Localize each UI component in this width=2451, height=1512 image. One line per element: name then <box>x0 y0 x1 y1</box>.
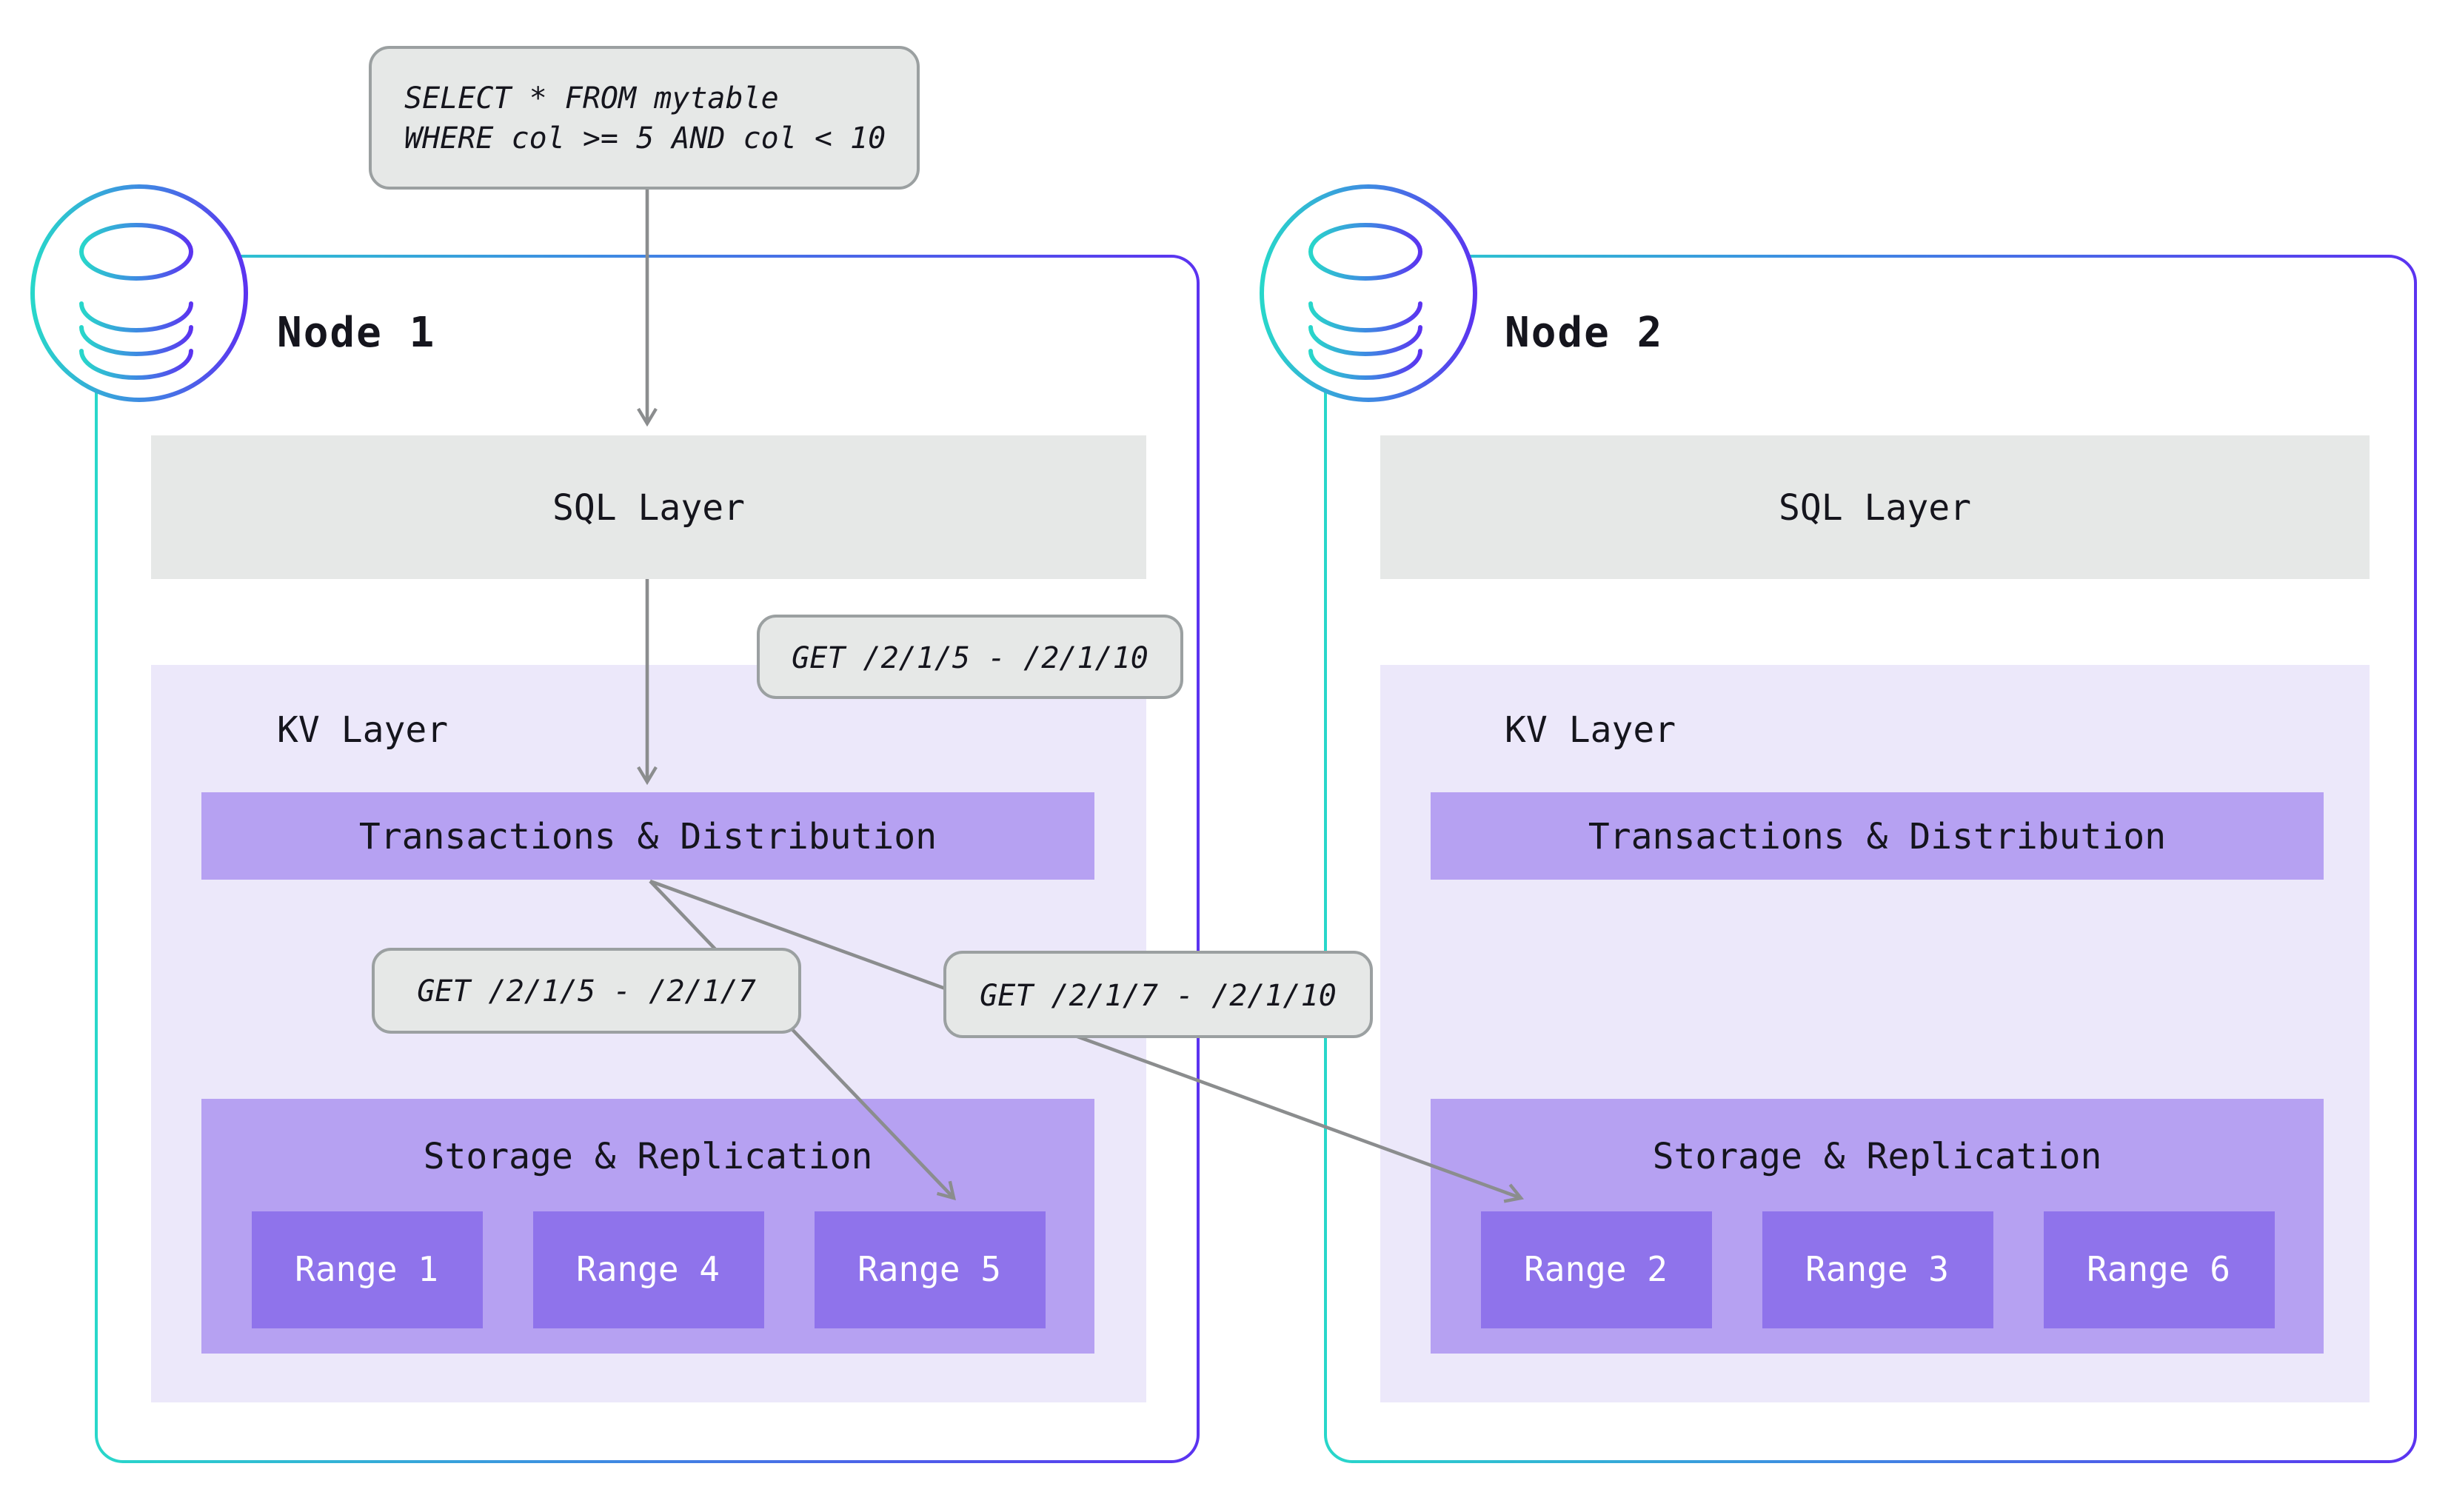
range-6-box: Range 6 <box>2043 1211 2274 1328</box>
node-1-transactions-label: Transactions & Distribution <box>358 815 937 857</box>
range-3-label: Range 3 <box>1805 1251 1949 1289</box>
node-1-title: Node 1 <box>277 308 436 357</box>
range-6-label: Range 6 <box>2087 1251 2230 1289</box>
node-1-transactions-distribution-bar: Transactions & Distribution <box>201 792 1094 880</box>
sql-query-box: SELECT * FROM mytable WHERE col >= 5 AND… <box>369 46 920 190</box>
node-2-kv-layer-label: KV Layer <box>1505 709 1676 751</box>
node-2-sql-layer-label: SQL Layer <box>1778 486 1972 528</box>
node-1-sql-layer-box: SQL Layer <box>151 435 1146 579</box>
node-1-kv-layer-label: KV Layer <box>277 709 449 751</box>
node-2-sql-layer-box: SQL Layer <box>1380 435 2370 579</box>
get-request-left-split-chip: GET /2/1/5 - /2/1/7 <box>372 948 801 1034</box>
range-5-box: Range 5 <box>814 1211 1045 1328</box>
node-2-storage-replication-box: Storage & Replication Range 2 Range 3 Ra… <box>1431 1099 2324 1354</box>
node-2-transactions-distribution-bar: Transactions & Distribution <box>1431 792 2324 880</box>
node-2-title: Node 2 <box>1505 308 1664 357</box>
range-4-label: Range 4 <box>576 1251 720 1289</box>
get-request-right-split-label: GET /2/1/7 - /2/1/10 <box>980 977 1337 1012</box>
node-2-database-icon <box>1260 184 1477 402</box>
get-request-full-range-chip: GET /2/1/5 - /2/1/10 <box>757 615 1183 699</box>
range-4-box: Range 4 <box>532 1211 763 1328</box>
range-1-box: Range 1 <box>251 1211 482 1328</box>
range-2-label: Range 2 <box>1524 1251 1668 1289</box>
node-1-range-row: Range 1 Range 4 Range 5 <box>201 1211 1094 1328</box>
node-1-database-icon <box>30 184 248 402</box>
range-2-box: Range 2 <box>1480 1211 1711 1328</box>
node-1-storage-replication-box: Storage & Replication Range 1 Range 4 Ra… <box>201 1099 1094 1354</box>
node-1-sql-layer-label: SQL Layer <box>552 486 746 528</box>
range-3-box: Range 3 <box>1762 1211 1993 1328</box>
sql-query-line-1: SELECT * FROM mytable <box>404 79 779 115</box>
node-2-storage-label: Storage & Replication <box>1652 1136 2102 1177</box>
range-5-label: Range 5 <box>857 1251 1001 1289</box>
sql-query-line-2: WHERE col >= 5 AND col < 10 <box>404 119 886 155</box>
node-1-storage-label: Storage & Replication <box>423 1136 873 1177</box>
node-2-transactions-label: Transactions & Distribution <box>1588 815 2167 857</box>
get-request-left-split-label: GET /2/1/5 - /2/1/7 <box>417 973 756 1008</box>
get-request-full-range-label: GET /2/1/5 - /2/1/10 <box>792 639 1148 675</box>
get-request-right-split-chip: GET /2/1/7 - /2/1/10 <box>943 951 1373 1038</box>
node-2-range-row: Range 2 Range 3 Range 6 <box>1431 1211 2324 1328</box>
range-1-label: Range 1 <box>295 1251 438 1289</box>
